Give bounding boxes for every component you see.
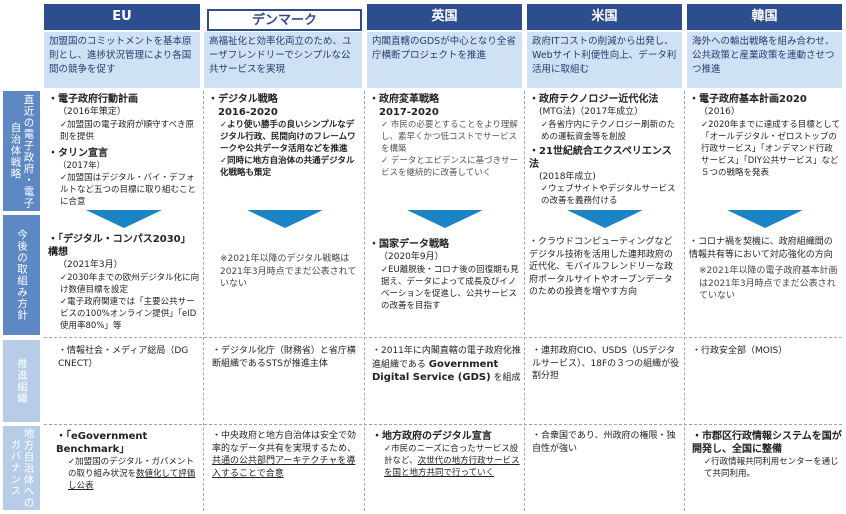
header-denmark: デンマーク (207, 9, 362, 31)
summary-korea: 海外への輸出戦略を組み合わせ、公共政策と産業政策を連動させつつ推進 (687, 32, 842, 88)
gov-us: ・合衆国であり、州政府の権限・独自性が強い (532, 431, 676, 454)
gov-eu: ・「eGovernment Benchmark」 ✓加盟国のデジタル・ガバメント… (56, 431, 196, 491)
arrow-down-icon (247, 210, 323, 228)
summary-denmark: 高福祉化と効率化両立のため、ユーザフレンドリーでシンプルな公共サービスを実現 (204, 32, 362, 88)
future-korea: ・コロナ禍を契機に、政府組織間の情報共有等において対応強化の方向 ※2021年以… (689, 237, 838, 301)
row-label-future: 今後の取組み方針 (3, 215, 40, 335)
strategy-uk: ・政府変革戦略 2017-2020 ✓ 市民の必要とすることをより理解し、素早く… (369, 94, 519, 178)
org-us: ・連邦政府CIO、USDS（USデジタルサービス）、18Fの３つの組織が役割分担 (532, 346, 680, 381)
strategy-us: ・政府テクノロジー近代化法 (MTG法)（2017年成立） ✓各省庁内にテクノロ… (529, 94, 676, 206)
arrow-down-icon (567, 210, 643, 228)
column-divider (203, 91, 204, 511)
strategy-korea: ・電子政府基本計画2020 （2016） ✓2020年までに達成する目標として「… (689, 94, 841, 178)
summary-uk: 内閣直轄のGDSが中心となり全省庁横断プロジェクトを推進 (367, 32, 522, 88)
org-korea: ・行政安全部（MOIS） (692, 346, 788, 356)
future-eu: ・「デジタル・コンパス2030」構想 （2021年3月） ✓2030年までの欧州… (48, 234, 200, 331)
org-eu: ・情報社会・メディア総局（DG CNECT） (58, 346, 189, 369)
row-divider (44, 424, 842, 425)
arrow-down-icon (407, 210, 483, 228)
header-eu: EU (44, 4, 200, 30)
summary-eu: 加盟国のコミットメントを基本原則とし、進捗状況管理により各国間の競争を促す (44, 32, 200, 88)
arrow-down-icon (86, 210, 162, 228)
strategy-denmark: ・デジタル戦略 2016-2020 ✓より使い勝手の良いシンプルなデジタル行政、… (208, 94, 356, 178)
row-divider (44, 337, 842, 338)
summary-us: 政府ITコストの削減から出発し、Webサイト利便性向上、データ利活用に取組む (527, 32, 682, 88)
header-us: 米国 (527, 4, 682, 30)
arrow-down-icon (727, 210, 803, 228)
strategy-eu: ・電子政府行動計画 （2016年策定） ✓加盟国の電子政府が順守すべき原則を提供… (48, 94, 197, 207)
row-label-strategy: 直近の電子政府・電子自治体戦略 (3, 91, 40, 211)
row-label-governance: 地方自治体へのガバナンス (3, 426, 40, 510)
row-label-organization: 推進組織 (3, 340, 40, 422)
header-korea: 韓国 (687, 4, 842, 30)
org-denmark: ・デジタル化庁（財務省）と省庁横断組織であるSTSが推進主体 (212, 346, 356, 369)
column-divider (524, 91, 525, 511)
gov-denmark: ・中央政府と地方自治体は安全で効率的なデータ共有を実現するため、共通の公共部門ア… (212, 431, 357, 479)
org-uk: ・2011年に内閣直轄の電子政府化推進組織である Government Digi… (372, 346, 521, 383)
future-denmark-note: ※2021年以降のデジタル戦略は2021年3月時点でまだ公表されていない (220, 254, 357, 289)
header-uk: 英国 (367, 4, 522, 30)
gov-korea: ・市郡区行政情報システムを国が開発し、全国に整備 ✓行政情報共同利用センターを通… (692, 431, 842, 479)
future-uk: ・国家データ戦略 （2020年9月） ✓EU離脱後・コロナ後の回復期も見据え、デ… (369, 239, 519, 311)
gov-uk: ・地方政府のデジタル宣言 ✓市民のニーズに合ったサービス設計など、次世代の地方行… (372, 431, 520, 478)
column-divider (364, 91, 365, 511)
column-divider (684, 91, 685, 511)
future-us: ・クラウドコンピューティングなどデジタル技術を活用した連邦政府の近代化、モバイル… (529, 237, 674, 297)
